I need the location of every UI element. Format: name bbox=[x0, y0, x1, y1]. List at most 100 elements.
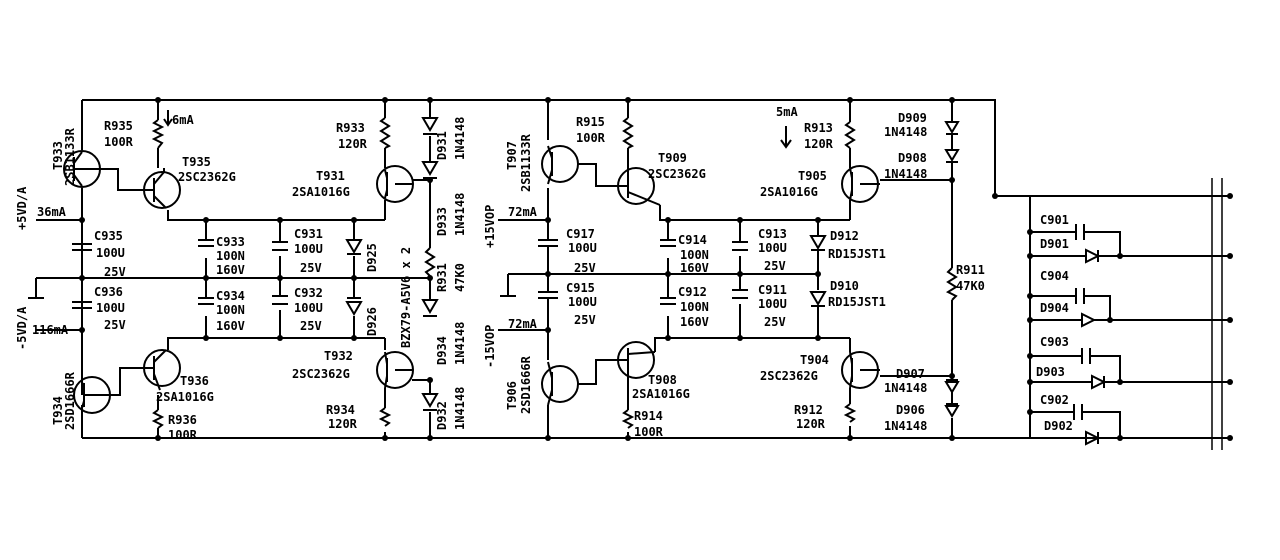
d908-val: 1N4148 bbox=[884, 167, 927, 181]
c914-val: 100N bbox=[680, 248, 709, 262]
transistor-symbol-t932 bbox=[376, 351, 414, 389]
capacitor-c903 bbox=[1081, 348, 1091, 364]
transistor-symbol-t933 bbox=[63, 150, 101, 188]
t906-ref: T906 bbox=[505, 381, 519, 410]
t936-ref: T936 bbox=[180, 374, 209, 388]
wires-right-section bbox=[1029, 178, 1230, 450]
diode-d926 bbox=[345, 297, 363, 316]
r914-ref: R914 bbox=[634, 409, 663, 423]
t907-val: 2SB1133R bbox=[519, 133, 533, 192]
capacitor-c913 bbox=[732, 241, 748, 251]
capacitor-c933 bbox=[198, 239, 214, 247]
transistor-symbol-t909 bbox=[617, 162, 661, 206]
diode-d932 bbox=[421, 393, 439, 411]
diode-d906 bbox=[944, 403, 960, 418]
t909-ref: T909 bbox=[658, 151, 687, 165]
t906-val: 2SD1666R bbox=[519, 355, 533, 414]
diode-d909 bbox=[944, 121, 960, 135]
t934-val: 2SD1666R bbox=[63, 371, 77, 430]
diode-d933 bbox=[421, 161, 439, 179]
diode-d902 bbox=[1085, 430, 1101, 446]
d933-ref: D933 bbox=[435, 207, 449, 236]
t932-val: 2SC2362G bbox=[292, 367, 350, 381]
transistor-symbol-t905 bbox=[841, 165, 880, 203]
capacitor-c935 bbox=[72, 230, 92, 262]
c913-volt: 25V bbox=[764, 259, 786, 273]
pos15-label: +15VOP bbox=[483, 205, 497, 248]
d906-val: 1N4148 bbox=[884, 419, 927, 433]
r913-ref: R913 bbox=[804, 121, 833, 135]
labels-middle: T907 2SB1133R +15VOP -15VOP T906 2SD1666… bbox=[483, 105, 985, 439]
c936-val: 100U bbox=[96, 301, 125, 315]
capacitor-c911 bbox=[732, 289, 748, 299]
capacitor-c904 bbox=[1075, 288, 1085, 304]
c932-val: 100U bbox=[294, 301, 323, 315]
d932-ref: D932 bbox=[435, 401, 449, 430]
d931-val: 1N4148 bbox=[453, 117, 467, 160]
d931-ref: D931 bbox=[435, 131, 449, 160]
c934-volt: 160V bbox=[216, 319, 245, 333]
t905-val: 2SA1016G bbox=[760, 185, 818, 199]
t932-ref: T932 bbox=[324, 349, 353, 363]
resistor-r936 bbox=[151, 409, 165, 429]
r936-val: 100R bbox=[168, 428, 198, 442]
labels-right: C901 D901 C904 D904 C903 D903 C902 D902 bbox=[1036, 213, 1073, 433]
transistor-symbol-t904 bbox=[841, 351, 880, 389]
c932-volt: 25V bbox=[300, 319, 322, 333]
c912-ref: C912 bbox=[678, 285, 707, 299]
r915-ref: R915 bbox=[576, 115, 605, 129]
current-72ma-bot: 72mA bbox=[508, 317, 538, 331]
diode-d903 bbox=[1091, 374, 1107, 390]
r911-ref: R911 bbox=[956, 263, 985, 277]
r913-val: 120R bbox=[804, 137, 834, 151]
wires-middle-section bbox=[498, 99, 1230, 439]
c911-ref: C911 bbox=[758, 283, 787, 297]
c912-val: 100N bbox=[680, 300, 709, 314]
c915-ref: C915 bbox=[566, 281, 595, 295]
c913-val: 100U bbox=[758, 241, 787, 255]
t904-ref: T904 bbox=[800, 353, 829, 367]
c934-val: 100N bbox=[216, 303, 245, 317]
d910-ref: D910 bbox=[830, 279, 859, 293]
c912-volt: 160V bbox=[680, 315, 709, 329]
transistor-symbol-t906 bbox=[541, 359, 628, 406]
d910-val: RD15JST1 bbox=[828, 295, 886, 309]
t933-ref: T933 bbox=[51, 141, 65, 170]
t935-ref: T935 bbox=[182, 155, 211, 169]
c903-ref: C903 bbox=[1040, 335, 1069, 349]
capacitor-c917 bbox=[538, 232, 558, 258]
diode-d925 bbox=[345, 239, 363, 255]
t933-val: 2SB1133R bbox=[63, 127, 77, 186]
capacitor-c936 bbox=[72, 292, 92, 320]
zener-val: BZX79-A5V6 x 2 bbox=[399, 247, 413, 348]
capacitor-c914 bbox=[660, 239, 676, 247]
r914-val: 100R bbox=[634, 425, 664, 439]
r934-ref: R934 bbox=[326, 403, 355, 417]
d904-ref: D904 bbox=[1040, 301, 1069, 315]
r935-ref: R935 bbox=[104, 119, 133, 133]
d934-ref: D934 bbox=[435, 336, 449, 365]
c935-volt: 25V bbox=[104, 265, 126, 279]
d912-ref: D912 bbox=[830, 229, 859, 243]
t931-val: 2SA1016G bbox=[292, 185, 350, 199]
diode-d908 bbox=[944, 149, 960, 163]
resistor-r911 bbox=[945, 267, 958, 301]
t909-val: 2SC2362G bbox=[648, 167, 706, 181]
c902-ref: C902 bbox=[1040, 393, 1069, 407]
capacitor-symbols bbox=[72, 224, 1091, 420]
c933-val: 100N bbox=[216, 249, 245, 263]
diode-d912 bbox=[809, 235, 827, 251]
diode-d910 bbox=[809, 291, 827, 307]
t904-val: 2SC2362G bbox=[760, 369, 818, 383]
d926-ref: D926 bbox=[365, 307, 379, 336]
d912-val: RD15JST1 bbox=[828, 247, 886, 261]
d909-ref: D909 bbox=[898, 111, 927, 125]
t935-val: 2SC2362G bbox=[178, 170, 236, 184]
c917-ref: C917 bbox=[566, 227, 595, 241]
resistor-r913 bbox=[844, 121, 856, 149]
t908-ref: T908 bbox=[648, 373, 677, 387]
r936-ref: R936 bbox=[168, 413, 197, 427]
d925-ref: D925 bbox=[365, 243, 379, 272]
d934-val: 1N4148 bbox=[453, 322, 467, 365]
capacitor-c915 bbox=[538, 284, 558, 310]
